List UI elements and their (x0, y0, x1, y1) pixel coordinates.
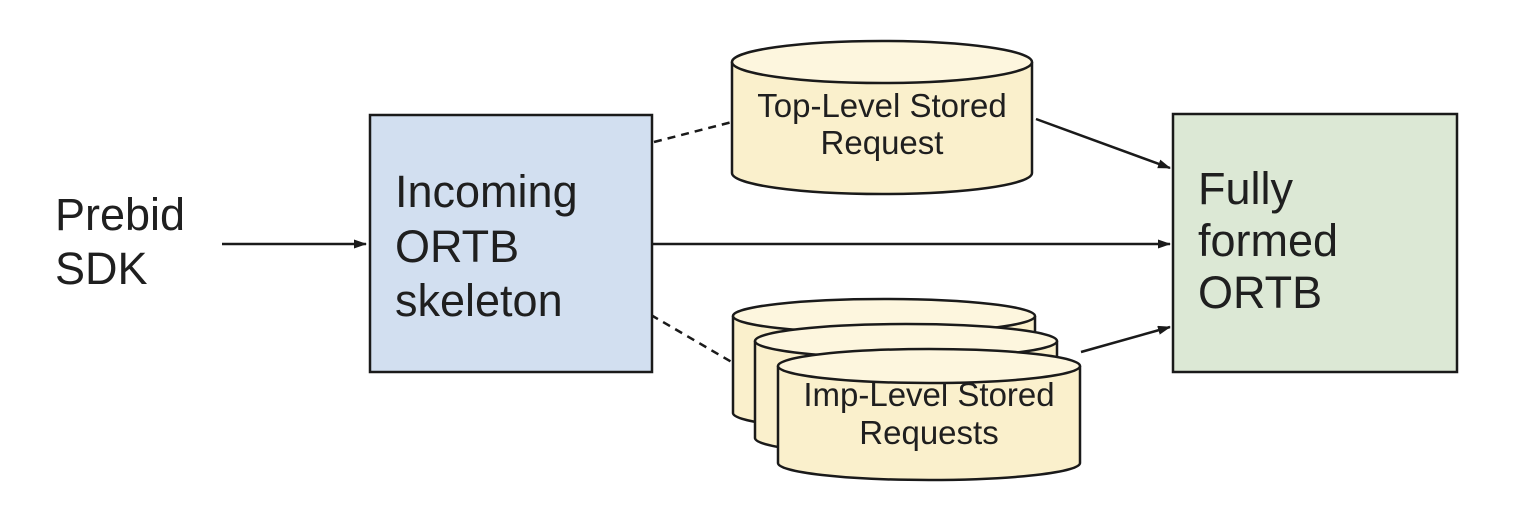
top-level-stored-request-cylinder: Top-Level Stored Request (730, 39, 1034, 196)
incoming-ortb-line-3: skeleton (395, 275, 563, 326)
top-level-stored-request-line-2: Request (821, 124, 944, 161)
database-cylinder-front: Imp-Level Stored Requests (776, 347, 1082, 482)
database-cylinder-body (776, 366, 1082, 482)
database-cylinder-top (730, 39, 1034, 85)
incoming-ortb-rect (368, 113, 654, 374)
prebid-sdk-label: Prebid SDK (55, 189, 185, 294)
top-level-stored-request-line-1: Top-Level Stored (757, 87, 1006, 124)
fully-formed-ortb-box: Fully formed ORTB (1171, 112, 1459, 374)
database-cylinder-top (776, 347, 1082, 385)
prebid-sdk-line-1: Prebid (55, 189, 185, 240)
dashed-connector-incoming-to-imp-level (650, 313, 736, 366)
fully-formed-ortb-line-2: formed (1198, 215, 1338, 266)
prebid-sdk-line-2: SDK (55, 243, 148, 294)
arrow-imp-level-to-fully-formed (1080, 325, 1171, 354)
incoming-ortb-line-2: ORTB (395, 221, 519, 272)
fully-formed-ortb-line-1: Fully (1198, 163, 1294, 214)
arrow-top-level-to-fully-formed (1035, 117, 1171, 170)
imp-level-stored-requests-cylinders: Imp-Level Stored Requests (731, 297, 1082, 482)
fully-formed-ortb-line-3: ORTB (1198, 267, 1322, 318)
imp-level-stored-requests-line-1: Imp-Level Stored (803, 376, 1054, 413)
fully-formed-ortb-rect (1171, 112, 1459, 374)
incoming-ortb-line-1: Incoming (395, 166, 578, 217)
database-cylinder-body (730, 62, 1034, 196)
incoming-ortb-box: Incoming ORTB skeleton (368, 113, 654, 374)
imp-level-stored-requests-line-2: Requests (859, 414, 998, 451)
dashed-connector-incoming-to-top-level (653, 120, 733, 144)
